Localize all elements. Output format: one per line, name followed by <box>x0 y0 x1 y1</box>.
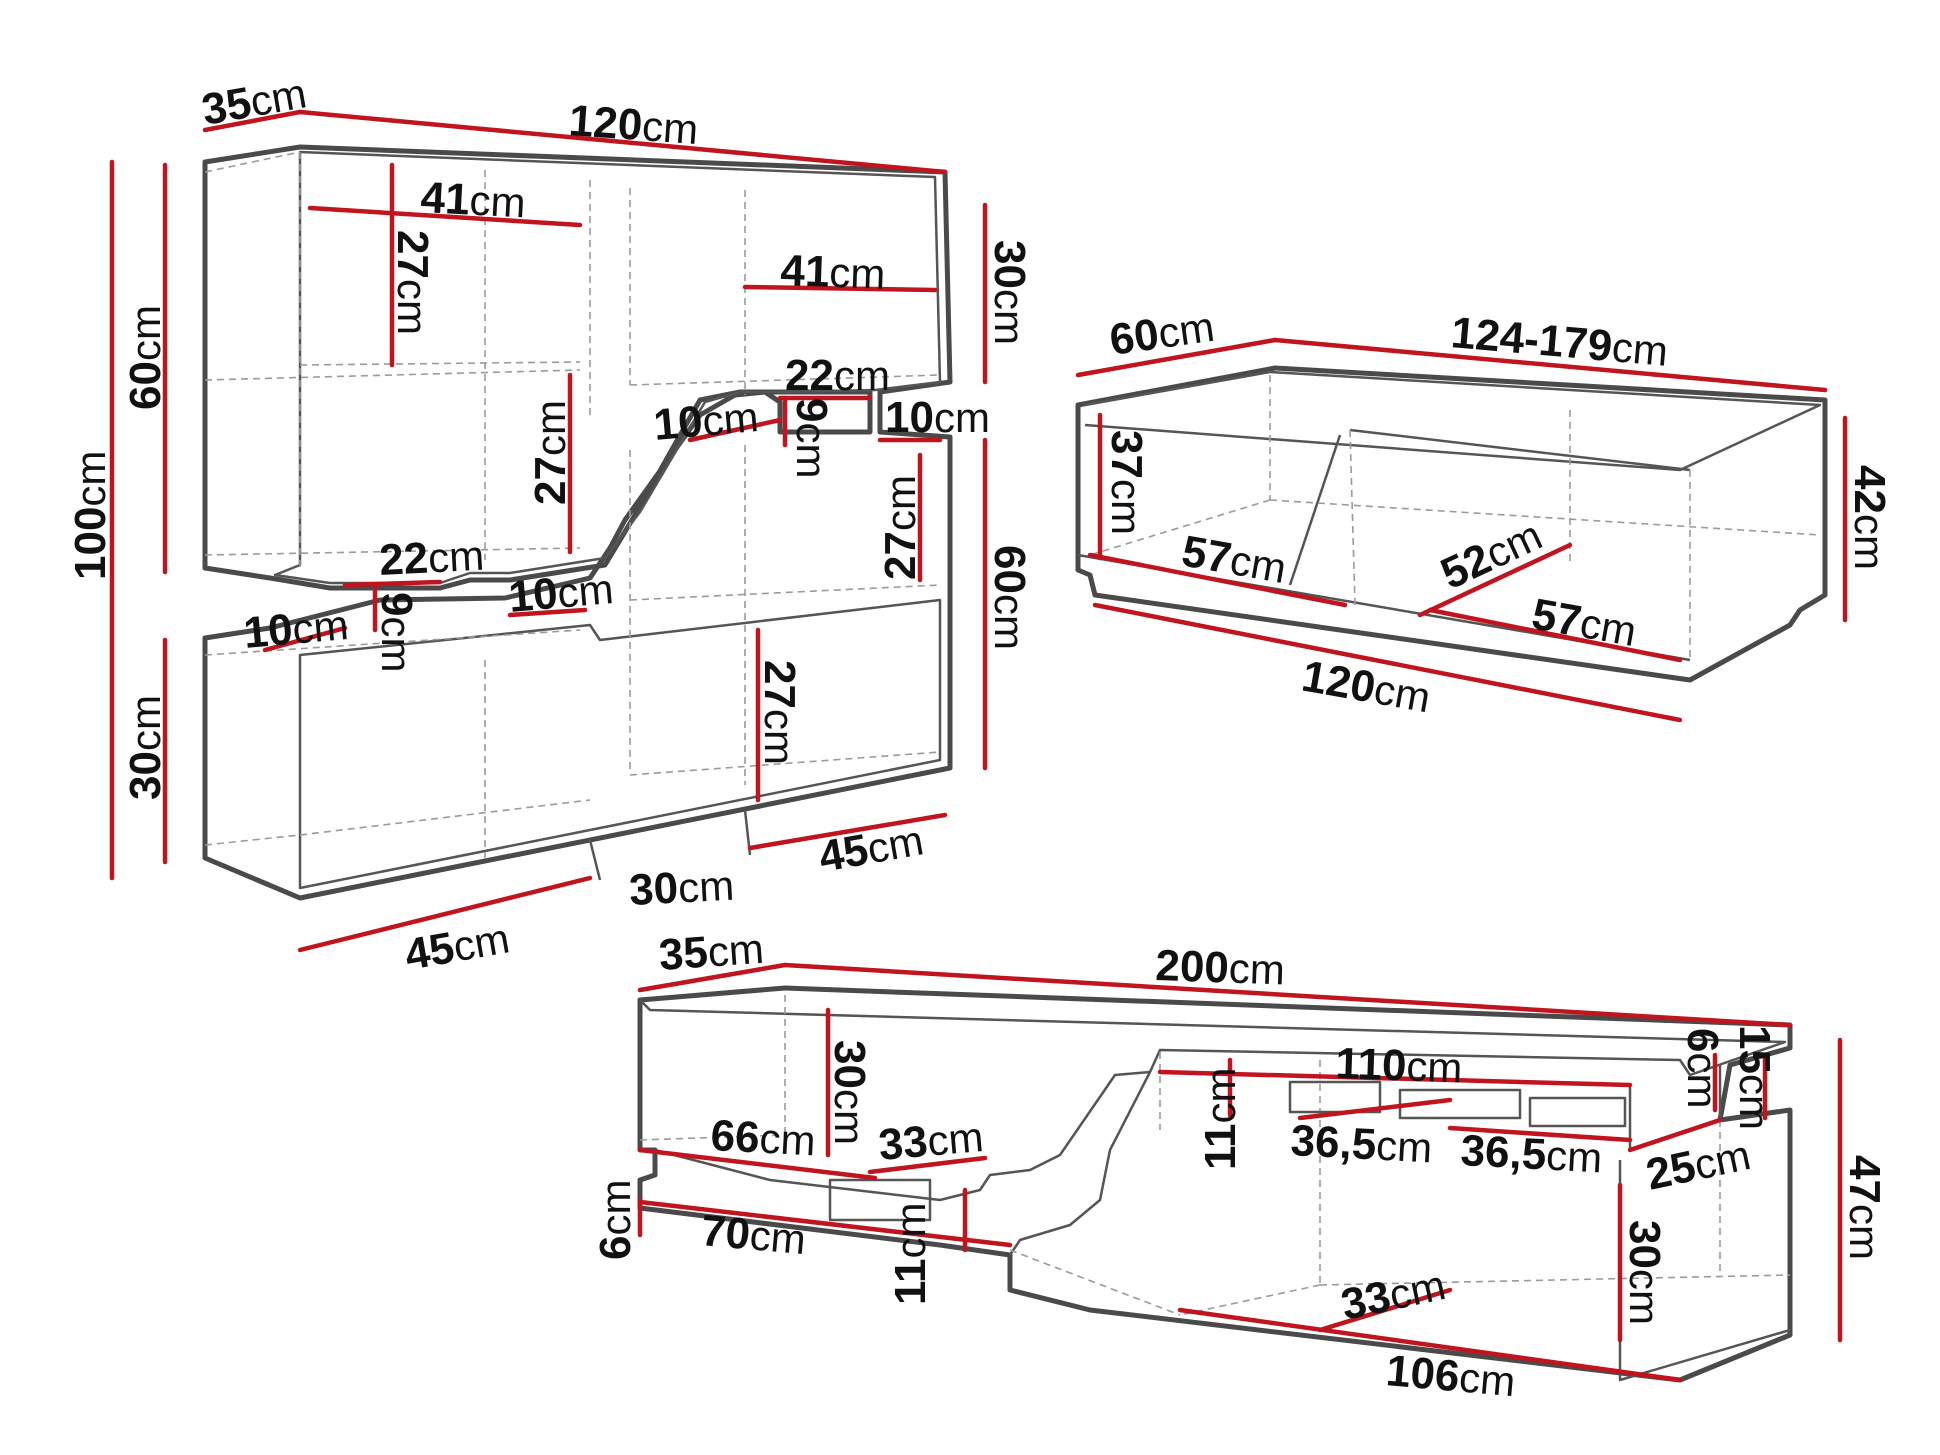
label-wu-inner-top: 27cm <box>388 230 437 335</box>
label-ct-length: 124-179cm <box>1449 308 1670 376</box>
wall-unit-outline <box>202 144 953 901</box>
wall-unit-base-divider-left <box>588 839 602 881</box>
label-wu-width: 120cm <box>567 96 700 154</box>
label-tv-middle-width: 110cm <box>1335 1039 1464 1092</box>
label-wu-lower-left: 30cm <box>121 695 170 800</box>
label-ct-base: 120cm <box>1298 652 1434 723</box>
label-tv-total-height: 47cm <box>1840 1155 1889 1260</box>
label-tv-shelf-left: 66cm <box>709 1111 816 1165</box>
label-wu-step-width-upper: 22cm <box>785 351 890 400</box>
label-tv-base-thickness: 6cm <box>591 1180 640 1260</box>
label-wu-shelf-left: 41cm <box>419 173 526 227</box>
label-tv-bottom-width: 106cm <box>1384 1346 1517 1406</box>
wall-unit-dimension-lines <box>109 109 988 953</box>
label-ct-drawer-right: 57cm <box>1528 590 1640 656</box>
label-tv-right-depth: 25cm <box>1642 1130 1755 1200</box>
label-wu-step-height-lower: 9cm <box>372 592 421 672</box>
label-wu-inner-mid: 27cm <box>526 400 575 505</box>
tv-stand-step <box>1008 1071 1152 1256</box>
label-wu-bottom-right: 45cm <box>815 815 927 881</box>
tv-stand-cell-3 <box>1528 1096 1627 1128</box>
coffee-table-labels: 60cm 124-179cm 42cm 37cm 57cm 52cm 57cm … <box>1102 302 1894 723</box>
label-tv-base-width: 70cm <box>699 1206 808 1264</box>
label-ct-drawer-left: 57cm <box>1178 527 1290 593</box>
tv-stand-outline <box>637 985 1793 1383</box>
label-wu-step-gap-upper-right: 10cm <box>885 393 990 442</box>
label-wu-top-right: 30cm <box>985 240 1034 345</box>
label-wu-step-gap-upper-left: 10cm <box>652 392 761 450</box>
wall-unit-labels: 35cm 120cm 41cm 41cm 27cm 30cm 60cm 100c… <box>66 68 1034 979</box>
label-tv-left-compartment: 30cm <box>825 1040 874 1145</box>
coffee-table-top-edge <box>1084 370 1822 472</box>
label-tv-shelf-depth: 33cm <box>877 1112 986 1170</box>
coffee-table-lid-split <box>1349 428 1691 472</box>
coffee-table-outline <box>1075 365 1828 683</box>
label-tv-middle-height: 11cm <box>1196 1067 1245 1170</box>
label-wu-depth: 35cm <box>198 68 310 134</box>
label-ct-drawer-depth: 52cm <box>1434 510 1550 599</box>
wall-unit-drawing <box>202 144 953 901</box>
label-wu-bottom-left: 45cm <box>401 913 513 979</box>
tv-stand-dimension-lines <box>637 962 1843 1383</box>
label-ct-inner-height: 37cm <box>1102 430 1151 535</box>
label-tv-bottom-depth: 33cm <box>1337 1260 1450 1330</box>
tv-stand-labels: 35cm 200cm 6cm 15cm 47cm 30cm 66cm 33cm … <box>591 924 1889 1406</box>
label-wu-inner-right-mid: 27cm <box>876 475 925 580</box>
label-tv-width: 200cm <box>1155 941 1286 994</box>
label-tv-cell-left: 36,5cm <box>1289 1116 1433 1172</box>
label-tv-right-height: 15cm <box>1730 1025 1779 1130</box>
label-wu-upper-left: 60cm <box>121 305 170 410</box>
label-ct-height: 42cm <box>1845 465 1894 570</box>
label-wu-total: 100cm <box>66 451 115 580</box>
tv-stand-hidden-lines <box>639 995 1791 1316</box>
coffee-table-drawing <box>1075 365 1828 683</box>
label-wu-step-width-lower: 22cm <box>378 531 485 585</box>
label-tv-depth: 35cm <box>657 924 765 980</box>
coffee-table-lid-arm <box>1288 434 1342 586</box>
label-tv-drawer-left: 11cm <box>886 1202 935 1305</box>
label-wu-right-lower: 60cm <box>985 545 1034 650</box>
label-wu-step-height-upper: 9cm <box>787 398 836 478</box>
tv-stand-drawing <box>637 985 1793 1383</box>
coffee-table-dimension-lines <box>1075 337 1848 723</box>
coffee-table-hidden-lines <box>1089 375 1821 660</box>
label-tv-top-thickness: 6cm <box>1678 1028 1727 1108</box>
wall-unit-lower-box <box>298 598 942 890</box>
label-wu-bottom-mid: 30cm <box>628 861 735 915</box>
label-wu-step-gap-lower-right: 10cm <box>507 564 616 622</box>
label-ct-depth: 60cm <box>1107 302 1218 365</box>
label-wu-inner-right-low: 27cm <box>755 660 804 765</box>
tv-stand-top-board <box>639 999 1787 1202</box>
label-wu-step-gap-lower-left: 10cm <box>242 600 351 658</box>
label-tv-right-height-low: 30cm <box>1620 1220 1669 1325</box>
label-wu-shelf-right: 41cm <box>780 246 887 299</box>
wall-unit-upper-box <box>273 150 942 585</box>
tv-stand-cell-left <box>828 1178 932 1222</box>
label-tv-cell-right: 36,5cm <box>1459 1126 1603 1182</box>
